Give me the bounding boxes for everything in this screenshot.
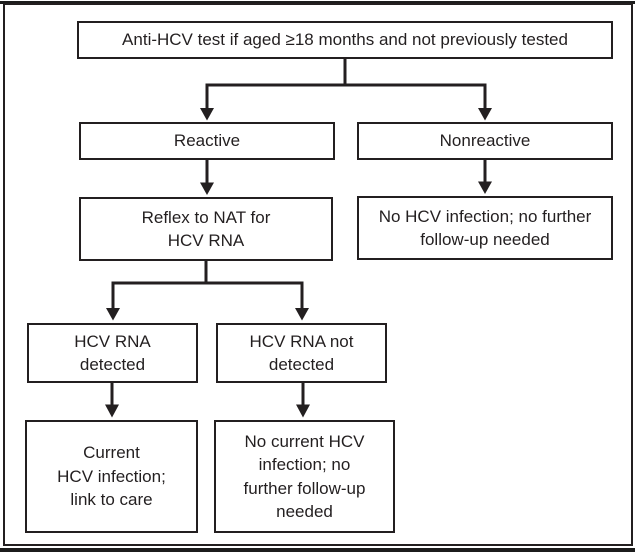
node-reactive: Reactive: [79, 122, 335, 160]
node-rna-detected: HCV RNA detected: [27, 323, 198, 383]
node-nonreactive-label: Nonreactive: [439, 131, 531, 151]
node-no-hcv-infection-label: No HCV infection; no further follow-up n…: [378, 206, 592, 249]
node-anti-hcv-test: Anti-HCV test if aged ≥18 months and not…: [77, 21, 613, 59]
node-no-current-infection-label: No current HCV infection; no further fol…: [243, 431, 366, 521]
node-nonreactive: Nonreactive: [357, 122, 613, 160]
arrowhead-to-no-hcv-infection: [478, 181, 492, 194]
figure-bottom-rule: [0, 548, 635, 552]
node-rna-not-detected: HCV RNA not detected: [216, 323, 387, 383]
node-reflex-nat-label: Reflex to NAT for HCV RNA: [141, 207, 271, 250]
connector-reflex-branches: [111, 261, 304, 309]
arrowhead-to-no-current-infection: [296, 404, 310, 418]
node-current-infection-label: Current HCV infection; link to care: [57, 443, 166, 510]
arrowhead-to-current-infection: [105, 404, 119, 418]
node-no-hcv-infection: No HCV infection; no further follow-up n…: [357, 196, 613, 260]
arrowhead-to-rna-detected: [106, 308, 120, 321]
flowchart-border-frame: [2, 2, 633, 546]
node-current-infection: Current HCV infection; link to care: [25, 420, 198, 533]
arrowhead-to-nonreactive: [478, 108, 492, 121]
node-rna-detected-label: HCV RNA detected: [74, 331, 151, 374]
node-reflex-nat: Reflex to NAT for HCV RNA: [79, 197, 333, 261]
node-no-current-infection: No current HCV infection; no further fol…: [214, 420, 395, 533]
node-rna-not-detected-label: HCV RNA not detected: [249, 331, 354, 374]
arrowhead-to-reflex-nat: [200, 182, 214, 195]
connector-root-branches: [205, 58, 487, 109]
arrowhead-to-reactive: [200, 108, 214, 121]
node-reactive-label: Reactive: [173, 131, 241, 151]
node-anti-hcv-test-label: Anti-HCV test if aged ≥18 months and not…: [122, 30, 568, 50]
arrowhead-to-rna-not-detected: [295, 308, 309, 321]
